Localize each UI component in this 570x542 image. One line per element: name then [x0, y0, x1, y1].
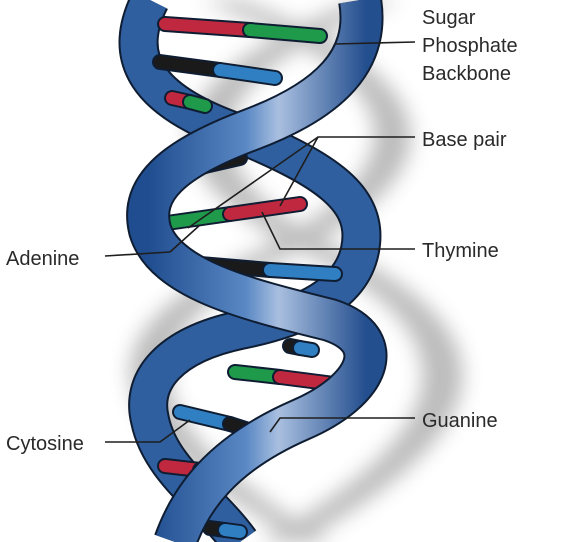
sugar-phosphate-label-line2: Phosphate [422, 35, 518, 57]
cytosine-leader [105, 419, 191, 443]
adenine-base [184, 96, 211, 112]
sugar-phosphate-label-line1: Sugar [422, 7, 476, 29]
sugar-phosphate-leader [334, 41, 416, 45]
cytosine-label: Cytosine [6, 433, 84, 455]
leader-lines [104, 41, 416, 443]
thymine-leader [261, 211, 415, 250]
thymine-label: Thymine [422, 240, 499, 262]
backbone-strand-front [126, 0, 388, 542]
adenine-base [154, 208, 236, 230]
cytosine-base [219, 524, 246, 538]
thymine-base [159, 18, 256, 36]
adenine-base [244, 24, 326, 42]
backbone-strand-back [118, 0, 382, 542]
base-pair-12 [202, 520, 248, 540]
base-pair-5 [152, 196, 308, 232]
cytosine-base [174, 406, 236, 430]
base-pair-1 [157, 16, 328, 44]
adenine-leader [104, 251, 171, 257]
labels: Sugar Phosphate Backbone Base pair Adeni… [6, 7, 518, 455]
base-pair-leader-2 [279, 136, 319, 207]
sugar-phosphate-label-line3: Backbone [422, 63, 511, 85]
base-pair-3 [164, 90, 213, 114]
cytosine-base [264, 264, 341, 280]
base-pair-2 [152, 54, 283, 86]
base-pair-8 [282, 338, 320, 358]
thymine-base [224, 198, 306, 220]
cytosine-base [214, 64, 281, 84]
guanine-label: Guanine [422, 410, 498, 432]
guanine-base [154, 56, 226, 76]
cytosine-base [294, 342, 318, 356]
adenine-leader-2 [169, 224, 201, 253]
base-pair-label: Base pair [422, 129, 507, 151]
adenine-label: Adenine [6, 248, 79, 270]
guanine-leader [269, 417, 415, 433]
